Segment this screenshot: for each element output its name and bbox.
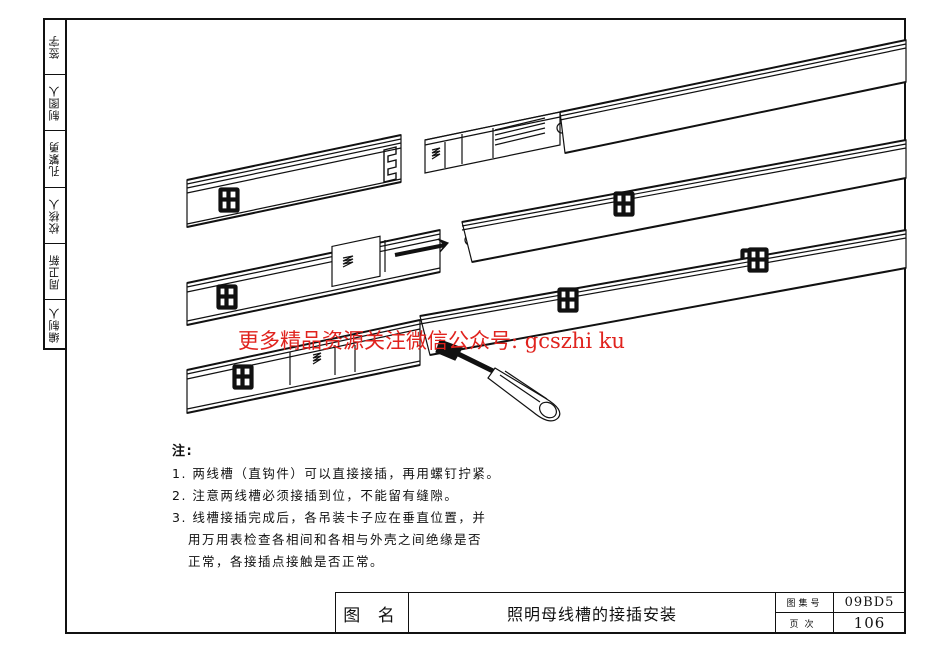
notes-title: 注:	[172, 444, 194, 459]
signature-cell: 签字	[45, 20, 65, 75]
note-item: 1. 两线槽（直钩件）可以直接接插，再用螺钉拧紧。	[172, 466, 501, 481]
atlas-number: 09BD5	[834, 593, 905, 613]
note-item: 2. 注意两线槽必须接插到位，不能留有缝隙。	[172, 488, 459, 503]
drafter-label-cell: 制图人	[45, 75, 65, 131]
rail-stage1-right	[424, 39, 907, 174]
page-number: 106	[853, 614, 886, 632]
notes-block: 注: 1. 两线槽（直钩件）可以直接接插，再用螺钉拧紧。 2. 注意两线槽必须接…	[172, 441, 500, 573]
rail-stage1-left	[186, 134, 402, 228]
watermark-text: 更多精品资源关注微信公众号: gcszhi ku	[238, 329, 625, 353]
rail-stage3-left	[186, 319, 421, 414]
atlas-number-label: 图集号	[776, 593, 834, 613]
signature-strip: 签字 制图人 孔繁勇 校核人 周卫新 编制人	[43, 18, 65, 350]
note-item-continuation: 用万用表检查各相间和各相与外壳之间绝缘是否	[188, 532, 483, 547]
signature-cell: 周卫新	[45, 244, 65, 300]
rail-stage2-right	[461, 139, 907, 263]
note-item-continuation: 正常，各接插点接触是否正常。	[188, 554, 385, 569]
drawing-name-label: 图 名	[336, 593, 409, 633]
drawing-name: 照明母线槽的接插安装	[409, 593, 776, 633]
screwdriver-icon	[435, 339, 561, 422]
note-item: 3. 线槽接插完成后，各吊装卡子应在垂直位置，并	[172, 510, 487, 525]
checker-label-cell: 校核人	[45, 188, 65, 244]
drawing-frame	[65, 18, 906, 634]
page-number-label: 页次	[776, 613, 834, 633]
rail-stage2-left	[186, 229, 476, 326]
rail-stage3-right	[419, 229, 907, 356]
title-block: 图 名 照明母线槽的接插安装 图集号 09BD5 页次 106	[335, 592, 906, 634]
signature-cell: 孔繁勇	[45, 131, 65, 188]
